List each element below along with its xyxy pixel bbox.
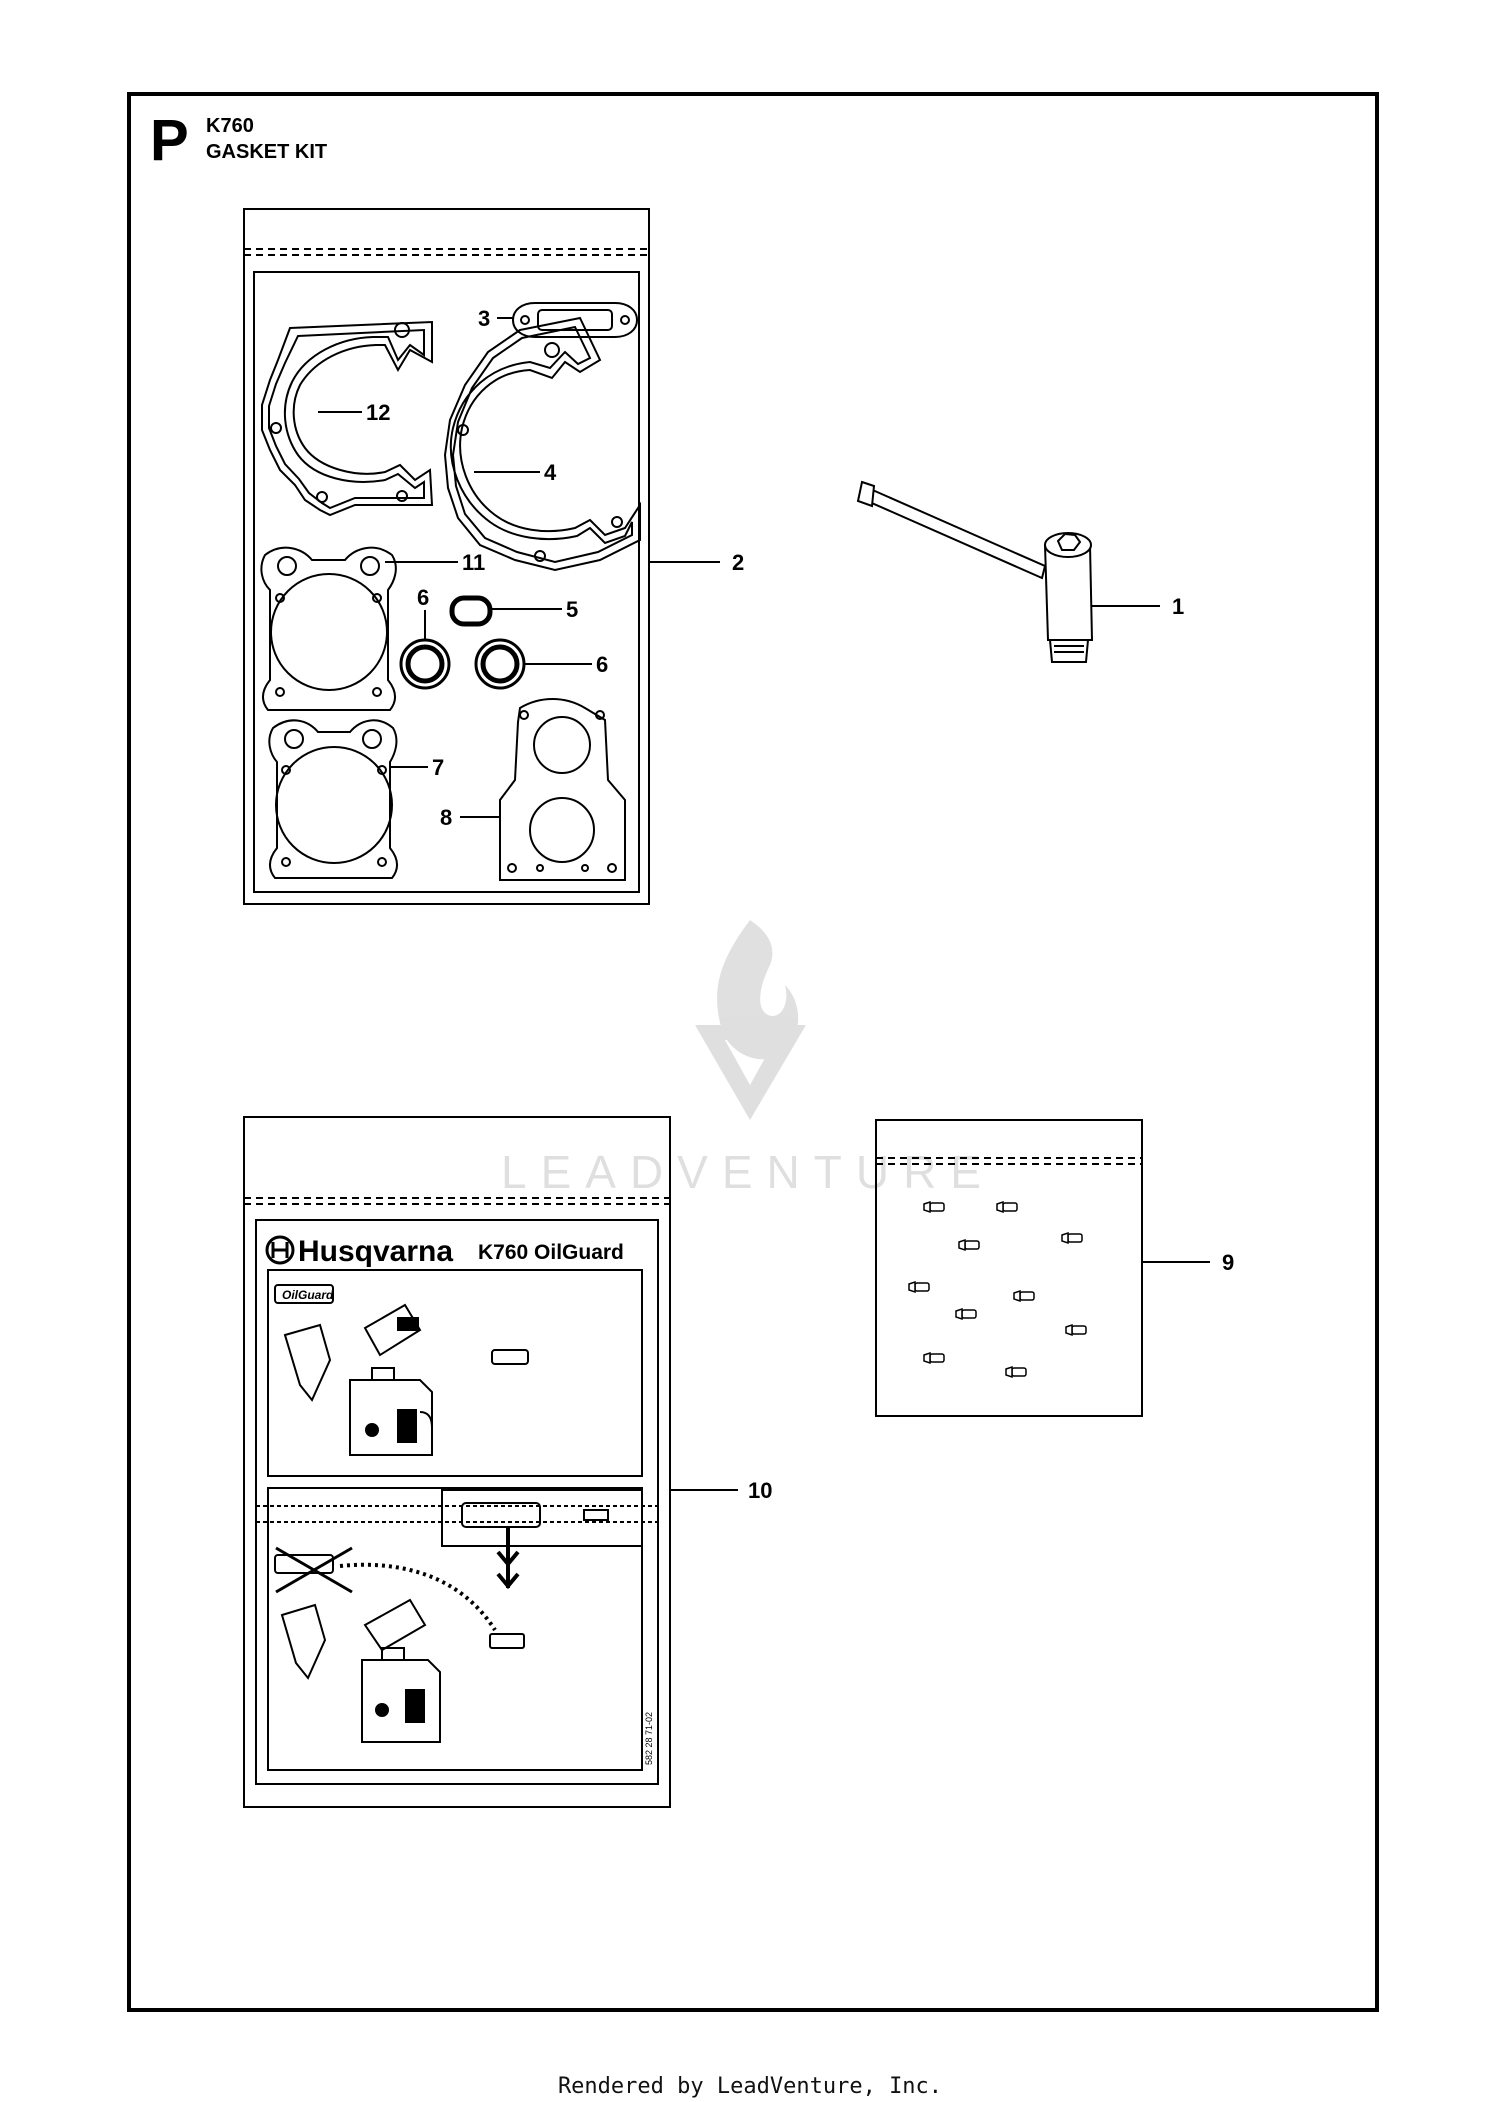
model-number: K760	[206, 115, 254, 137]
screw-icon	[1065, 1323, 1087, 1337]
label-bag	[243, 1116, 671, 1808]
cylinder-gasket-7	[268, 719, 398, 879]
section-letter: P	[150, 108, 189, 173]
screw-icon	[1061, 1231, 1083, 1245]
callout-2: 2	[732, 550, 744, 575]
v-mark-icon	[695, 1025, 806, 1120]
screws-group	[908, 1200, 1087, 1379]
combination-wrench-1	[856, 480, 1094, 663]
screw-icon	[996, 1200, 1018, 1214]
oilguard-badge: OilGuard	[282, 1288, 334, 1302]
intake-gasket-8	[499, 698, 626, 881]
drawing-frame	[127, 92, 1379, 2012]
cylinder-gasket-11	[260, 546, 397, 711]
callout-11: 11	[462, 550, 485, 575]
brand-name: Husqvarna	[298, 1235, 453, 1268]
screw-icon	[923, 1351, 945, 1365]
callout-5: 5	[566, 597, 578, 622]
callout-10: 10	[748, 1478, 772, 1503]
screw-icon	[908, 1280, 930, 1294]
o-ring-5	[449, 595, 493, 627]
label-part-number: 582 28 71-02	[644, 1712, 654, 1765]
callout-1: 1	[1172, 594, 1184, 619]
screw-icon	[955, 1307, 977, 1321]
callout-3: 3	[478, 306, 490, 331]
callout-6-right: 6	[596, 652, 608, 677]
screw-bag	[875, 1119, 1143, 1417]
panel-with-oilguard	[267, 1269, 643, 1477]
callout-4: 4	[544, 460, 557, 485]
callout-8: 8	[440, 805, 452, 830]
crankcase-gasket-4	[443, 316, 641, 572]
panel-without-oilguard	[256, 1487, 658, 1771]
footer-credit: Rendered by LeadVenture, Inc.	[557, 2074, 943, 2099]
flame-icon	[717, 920, 799, 1060]
kit-title: GASKET KIT	[206, 141, 328, 163]
label-header: Husqvarna K760 OilGuard	[265, 1235, 624, 1268]
crankcase-gasket-12	[261, 320, 434, 517]
callout-12: 12	[366, 400, 390, 425]
product-name: K760 OilGuard	[478, 1241, 624, 1264]
callout-9: 9	[1222, 1250, 1234, 1275]
screw-icon	[1013, 1289, 1035, 1303]
gasket-kit-bag	[243, 208, 650, 905]
callout-6-left: 6	[417, 585, 429, 610]
screw-icon	[1005, 1365, 1027, 1379]
screw-icon	[923, 1200, 945, 1214]
husqvarna-logo-icon	[265, 1235, 295, 1265]
screw-icon	[958, 1238, 980, 1252]
watermark: LEADVENTURE	[501, 920, 995, 1198]
callout-7: 7	[432, 755, 444, 780]
exhaust-gasket-3	[511, 302, 639, 338]
watermark-text: LEADVENTURE	[501, 1146, 995, 1198]
shaft-seal-6-left	[399, 638, 451, 690]
shaft-seal-6-right	[474, 638, 526, 690]
